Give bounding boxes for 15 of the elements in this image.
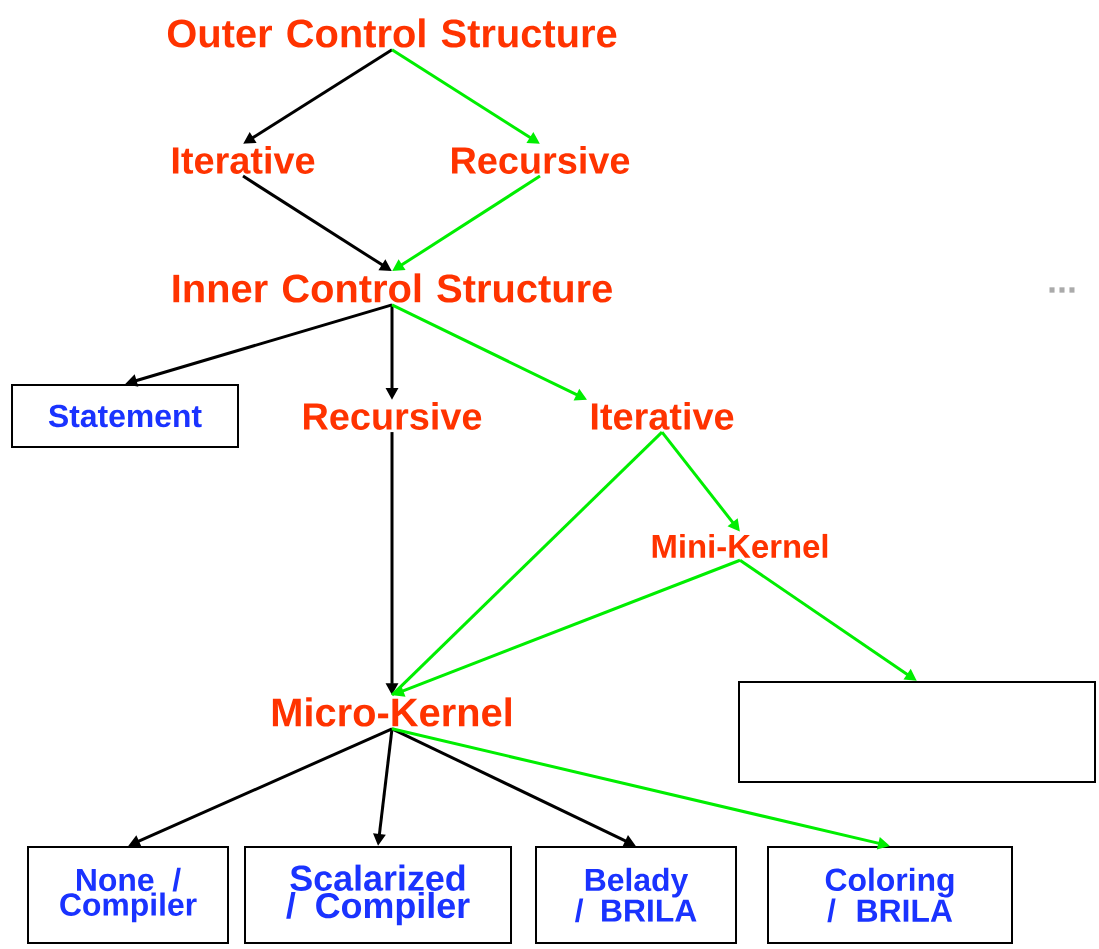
heading-text: Recursive	[452, 146, 630, 174]
text-box: Scalarized / Compiler	[244, 846, 512, 944]
heading-text: Iterative	[172, 146, 315, 174]
empty-box	[738, 681, 1096, 783]
ellipsis-text: ...	[1049, 287, 1075, 293]
heading-text: Inner Control Structure	[173, 273, 612, 303]
text-box: Belady / BRILA	[535, 846, 737, 944]
text-box: Coloring / BRILA	[767, 846, 1013, 944]
heading-text: Iterative	[591, 402, 734, 430]
text-box: None / Compiler	[27, 846, 229, 944]
heading-text: Recursive	[304, 402, 482, 430]
heading-text: Mini-Kernel	[652, 533, 828, 559]
heading-text: Outer Control Structure	[167, 18, 617, 48]
heading-text: Micro-Kernel	[272, 697, 511, 727]
text-box: Statement	[11, 384, 239, 448]
